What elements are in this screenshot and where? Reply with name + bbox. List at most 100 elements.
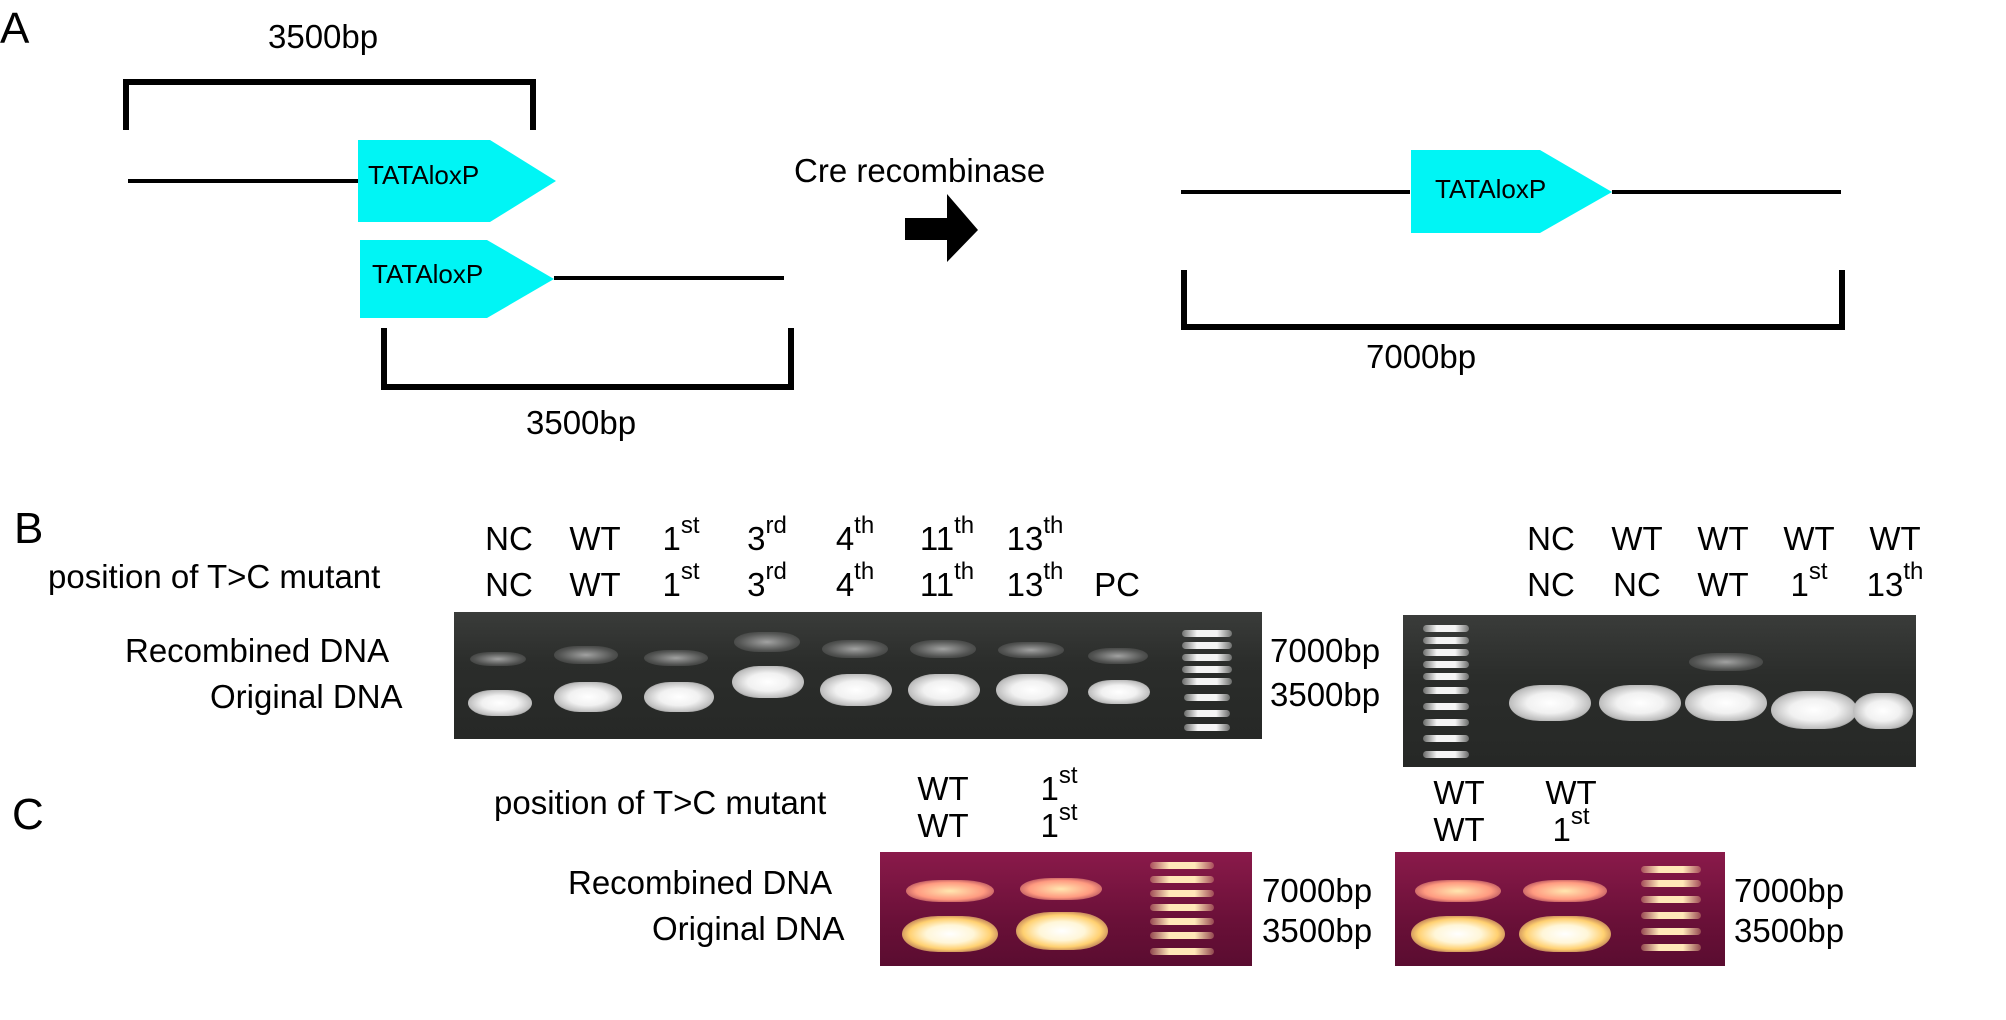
- ladder-b1-rung: [1184, 724, 1230, 731]
- band-b1-8-original: [1088, 680, 1150, 704]
- band-b1-3-recombined: [644, 650, 708, 666]
- band-c1-2-recombined: [1020, 878, 1102, 900]
- band-c2-1-original: [1411, 916, 1505, 952]
- ladder-b2-rung: [1423, 637, 1469, 644]
- ladder-b2-rung: [1423, 751, 1469, 758]
- ladder-b2-rung: [1423, 649, 1469, 656]
- ladder-b1-rung: [1182, 630, 1232, 637]
- ladder-c1-rung: [1150, 890, 1214, 897]
- band-b2-4-original: [1771, 691, 1857, 729]
- original-label-c: Original DNA: [652, 910, 845, 947]
- band-b1-2-original: [554, 682, 622, 712]
- tataloxp-top-label: TATAloxP: [368, 160, 480, 190]
- panel-letter-b: B: [14, 504, 44, 553]
- gel-b2: [1403, 615, 1916, 767]
- ladder-b2-rung: [1423, 719, 1469, 726]
- ladder-c1-rung: [1150, 876, 1214, 883]
- ladder-c2-rung: [1641, 928, 1701, 935]
- band-b2-3-original: [1685, 685, 1767, 721]
- band-b1-5-original: [820, 674, 892, 706]
- ladder-b2-rung: [1423, 735, 1469, 742]
- ladder-b2-rung: [1423, 703, 1469, 710]
- band-b1-1-original: [468, 690, 532, 716]
- band-b2-3-recombined: [1689, 653, 1763, 671]
- band-b1-6-recombined: [910, 640, 976, 658]
- ladder-b2-rung: [1423, 687, 1469, 694]
- band-c1-1-recombined: [906, 880, 994, 902]
- ladder-b1-rung: [1182, 678, 1232, 685]
- ladder-label-c2-upper: 7000bp: [1734, 872, 1845, 909]
- original-label-b: Original DNA: [210, 678, 403, 715]
- bracket-top-label: 3500bp: [268, 18, 379, 55]
- ladder-label-b1-lower: 3500bp: [1270, 676, 1381, 713]
- ladder-c2-rung: [1641, 912, 1701, 919]
- ladder-c2-rung: [1641, 896, 1701, 903]
- bracket-result-label: 7000bp: [1366, 338, 1477, 375]
- band-b2-2-original: [1599, 685, 1681, 721]
- ladder-b1-rung: [1182, 642, 1232, 649]
- gel-c1: [880, 852, 1252, 966]
- panel-letter-c: C: [12, 790, 44, 839]
- ladder-b2-rung: [1423, 625, 1469, 632]
- tataloxp-result-shape: [1411, 150, 1612, 233]
- ladder-c1-rung: [1150, 948, 1214, 955]
- ladder-c1-rung: [1150, 862, 1214, 869]
- ladder-label-c1-lower: 3500bp: [1262, 912, 1373, 949]
- ladder-c1-rung: [1150, 932, 1214, 939]
- band-c1-1-original: [902, 916, 998, 952]
- ladder-c2-rung: [1641, 944, 1701, 951]
- tataloxp-bottom-shape: [360, 240, 554, 318]
- tataloxp-result-label: TATAloxP: [1435, 174, 1547, 204]
- arrow-shape: [905, 194, 978, 262]
- band-c2-1-recombined: [1415, 880, 1501, 902]
- band-b1-8-recombined: [1088, 648, 1148, 664]
- bracket-bottom: [381, 328, 794, 390]
- band-b1-7-original: [996, 674, 1068, 706]
- ladder-label-c1-upper: 7000bp: [1262, 872, 1373, 909]
- band-b1-3-original: [644, 682, 714, 712]
- gel-b1: [454, 612, 1262, 739]
- panel-letter-a: A: [0, 4, 30, 53]
- band-b1-4-recombined: [734, 632, 800, 652]
- gel-c2: [1395, 852, 1725, 966]
- ladder-b1-rung: [1184, 694, 1230, 701]
- band-b1-7-recombined: [998, 642, 1064, 658]
- panel-a-schematic: [123, 79, 1845, 390]
- arrow-label: Cre recombinase: [794, 152, 1046, 189]
- row-caption-b: position of T>C mutant: [48, 558, 381, 595]
- band-b1-2-recombined: [554, 646, 618, 664]
- bracket-result: [1181, 270, 1845, 330]
- ladder-c2-rung: [1641, 866, 1701, 873]
- band-c2-2-recombined: [1523, 880, 1607, 902]
- ladder-c1-rung: [1150, 918, 1214, 925]
- band-c2-2-original: [1519, 916, 1611, 952]
- ladder-b2-rung: [1423, 673, 1469, 680]
- tataloxp-top-shape: [358, 140, 556, 222]
- band-b1-5-recombined: [822, 640, 888, 658]
- recombined-label-b: Recombined DNA: [125, 632, 390, 669]
- bracket-top: [123, 79, 536, 130]
- ladder-b1-rung: [1182, 654, 1232, 661]
- ladder-c2-rung: [1641, 880, 1701, 887]
- ladder-b2-rung: [1423, 661, 1469, 668]
- recombined-label-c: Recombined DNA: [568, 864, 833, 901]
- band-c1-2-original: [1016, 912, 1108, 950]
- ladder-c1-rung: [1150, 904, 1214, 911]
- ladder-b1-rung: [1184, 710, 1230, 717]
- ladder-label-b1-upper: 7000bp: [1270, 632, 1381, 669]
